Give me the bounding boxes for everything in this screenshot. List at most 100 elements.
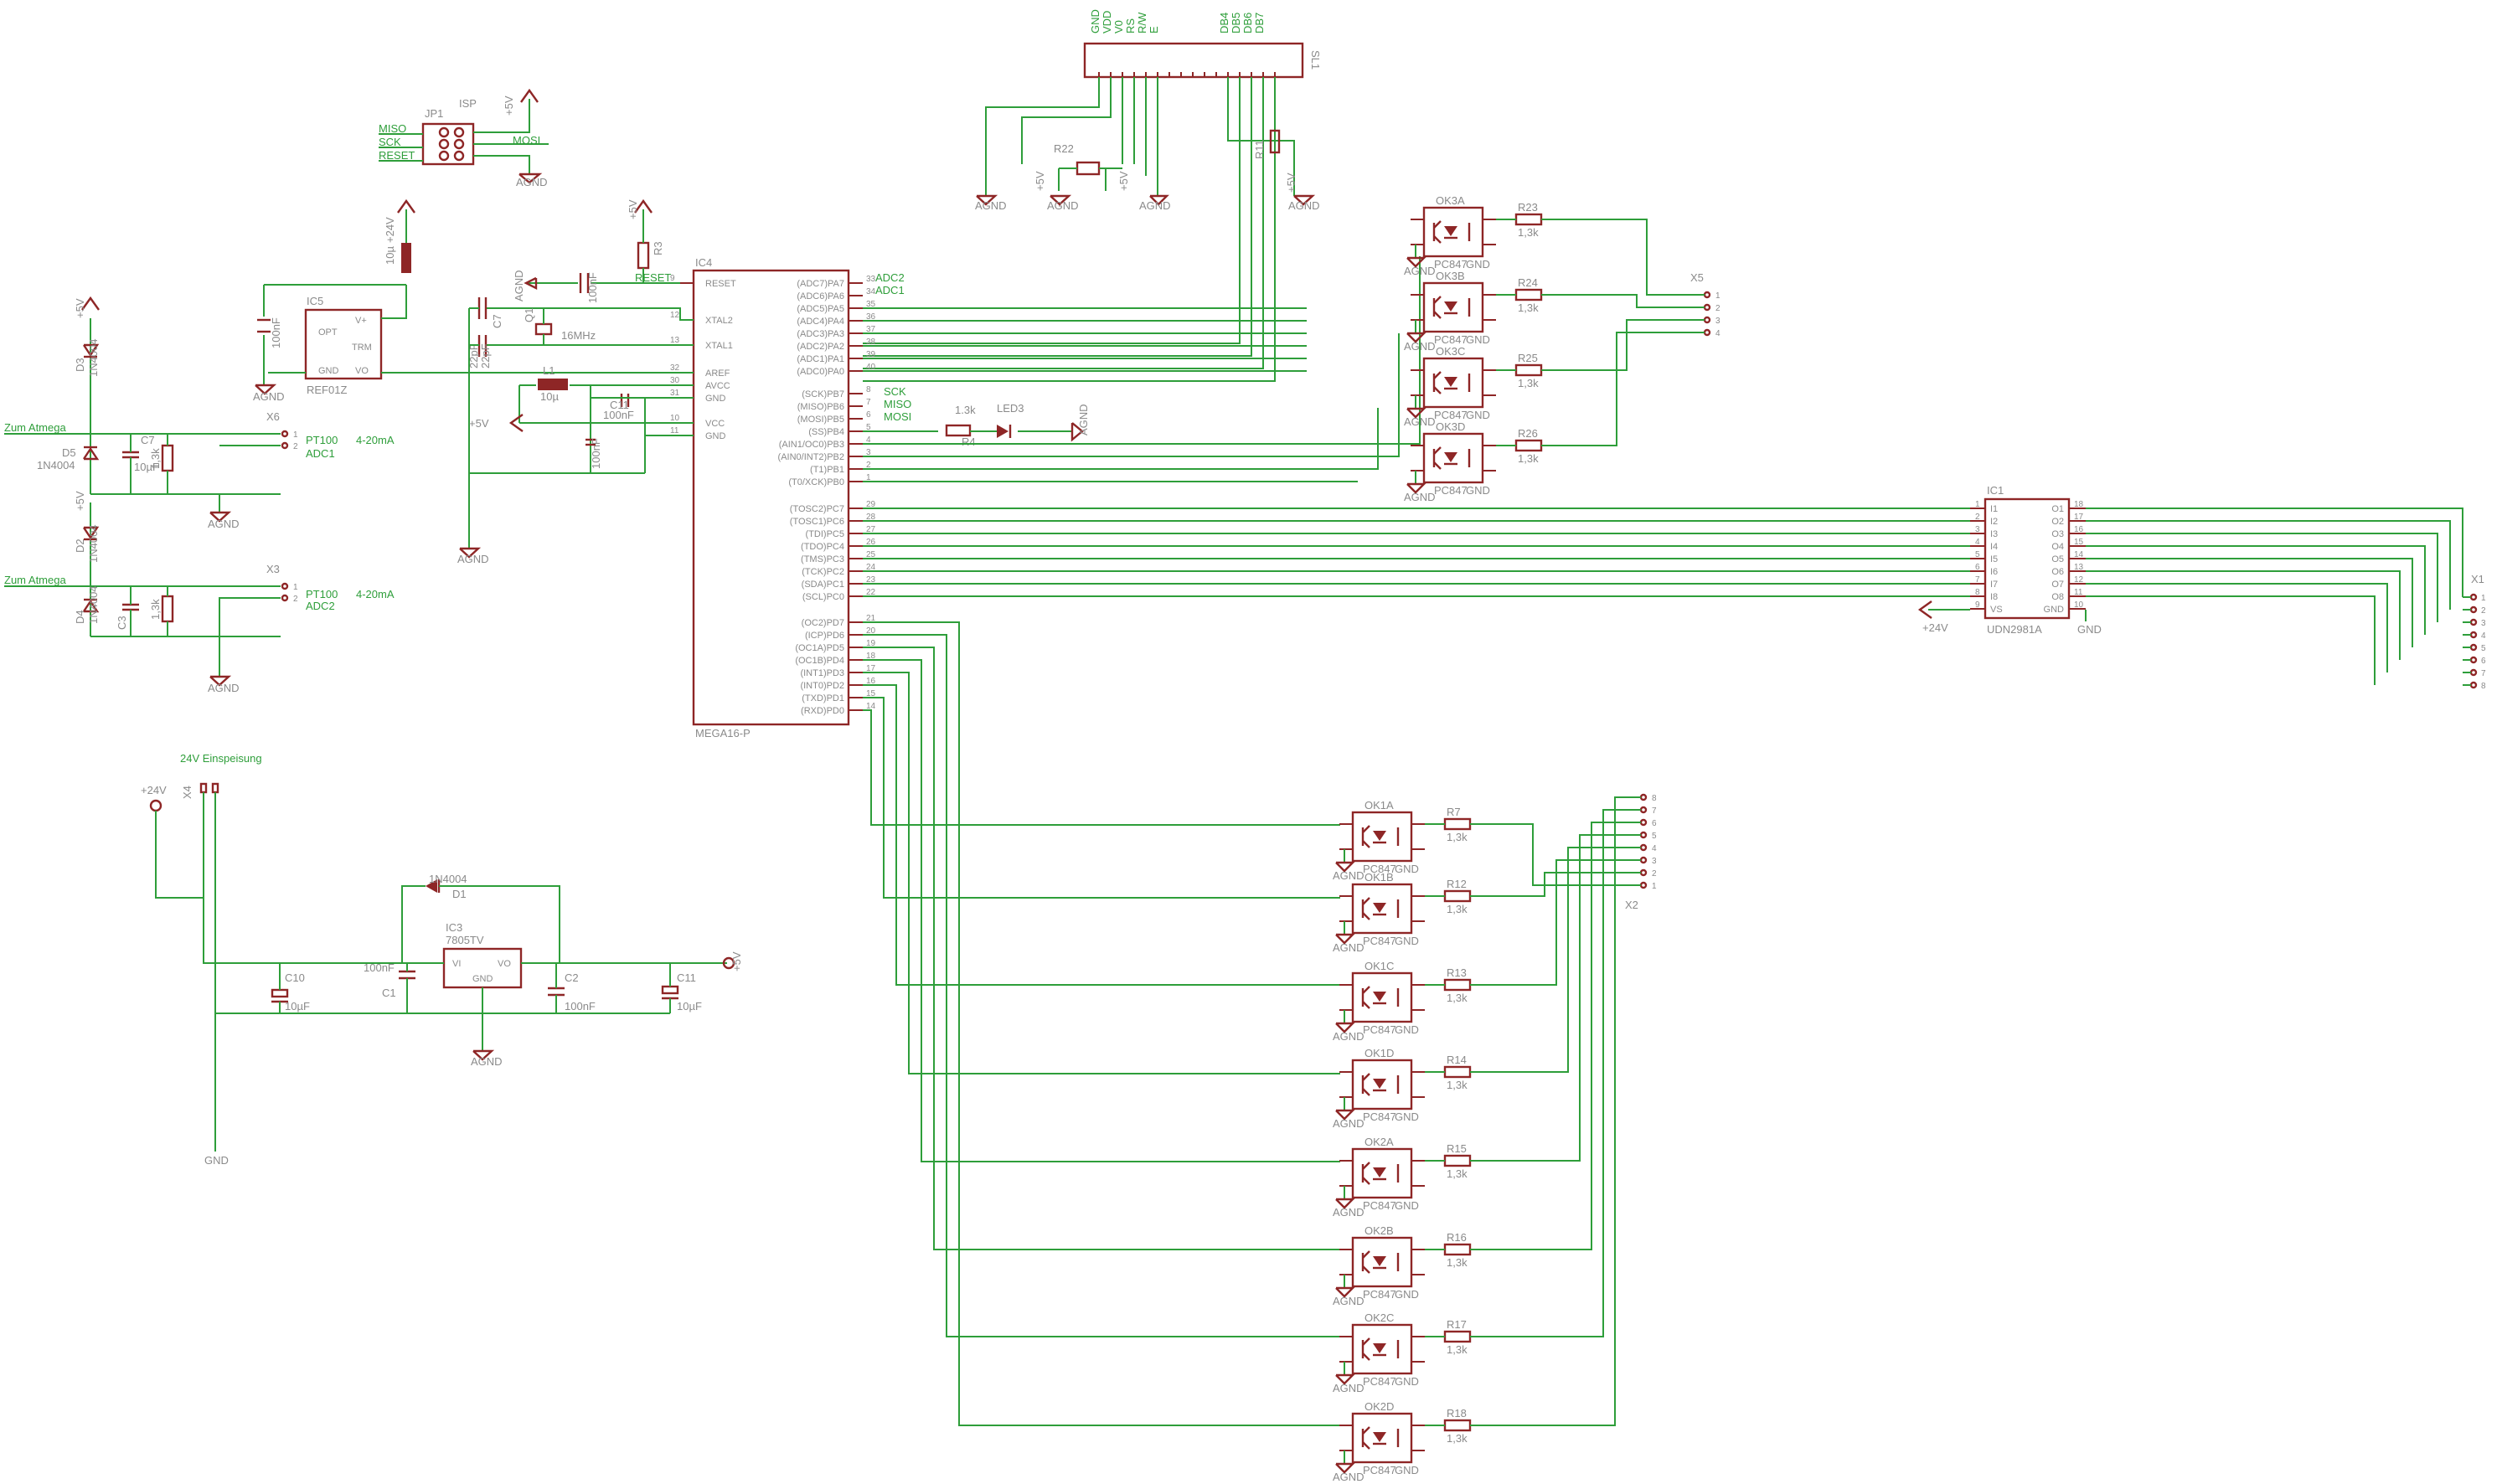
lcd-pin-v0: V0 (1112, 20, 1125, 33)
optocoupler-gnd: GND (1395, 1375, 1419, 1388)
led-icon (1444, 452, 1457, 462)
opto-agnd-label: AGND (1404, 265, 1436, 277)
agnd-symbol (1406, 332, 1426, 343)
x1-pin-num: 8 (2481, 682, 2486, 691)
optocoupler-value: PC847 (1434, 333, 1468, 346)
reg-gnd: GND (472, 974, 493, 984)
ic5-value: REF01Z (307, 384, 347, 396)
lcd-pin-rw: R/W (1136, 12, 1148, 33)
optocoupler-value: PC847 (1434, 409, 1468, 421)
x2-pin (1639, 806, 1648, 814)
opto-resistor-ref: R24 (1518, 276, 1538, 289)
mcu-pin-right-num: 14 (866, 702, 876, 711)
phototransistor-emitter (1433, 235, 1442, 244)
optocoupler-value: PC847 (1363, 1375, 1396, 1388)
x1-pin-num: 4 (2481, 631, 2486, 641)
udn-pin-out-num: 11 (2074, 588, 2083, 597)
udn-pin-in-num: 3 (1975, 525, 1980, 534)
l1-ref: L1 (543, 364, 555, 377)
opto-resistor-value: 1,3k (1447, 1079, 1468, 1091)
mcu-pin-right-label: (ADC3)PA3 (797, 329, 844, 339)
led3-ref: LED3 (997, 402, 1024, 415)
mcu-pin-right-num: 7 (866, 398, 871, 407)
l1-value: 10µ (540, 390, 559, 403)
x2-pin (1639, 856, 1648, 864)
mcu-pin-right-label: (SS)PB4 (808, 427, 844, 437)
x2-wire (1470, 859, 1641, 986)
c8-value: 100nF (270, 317, 282, 348)
udn-pin-in-label: I4 (1990, 542, 1998, 552)
ic4-value: MEGA16-P (695, 727, 751, 739)
optocoupler-ref: OK1D (1364, 1047, 1394, 1059)
ic3-value: 7805TV (446, 934, 484, 946)
opto-resistor-value: 1,3k (1518, 452, 1539, 465)
c11-value: 100nF (603, 409, 634, 421)
x2-pin (1639, 881, 1648, 889)
optocoupler-value: PC847 (1363, 1023, 1396, 1036)
opto-resistor-value: 1,3k (1518, 377, 1539, 389)
optocoupler-body (1422, 432, 1484, 484)
phototransistor-collector (1433, 296, 1442, 304)
optocoupler-gnd: GND (1395, 863, 1419, 875)
udn-pin-out-label: O7 (2051, 580, 2064, 590)
ref-gnd-pin: GND (318, 366, 339, 376)
reset-label: RESET (635, 271, 671, 284)
mcu-pin-right-label: (INT0)PD2 (800, 681, 844, 691)
lcd-pin-db5: DB5 (1230, 13, 1242, 33)
opto-resistor (1443, 1154, 1472, 1167)
mcu-pin-right-num: 37 (866, 325, 876, 334)
agnd-symbol (1335, 1373, 1355, 1385)
isp-title: ISP (459, 97, 477, 110)
led-icon (1373, 903, 1386, 913)
x2-pin (1639, 793, 1648, 801)
ma-1: 4-20mA (356, 434, 395, 446)
mcu-pin-left-label: XTAL2 (705, 316, 733, 326)
led-icon (1373, 1079, 1386, 1089)
mcu-pin-right-label: (SDA)PC1 (802, 580, 844, 590)
ref-vo-pin: VO (355, 366, 369, 376)
optocoupler-gnd: GND (1466, 333, 1490, 346)
x5-wire (1541, 332, 1705, 446)
mcu-pin-right-label: (TDO)PC4 (801, 542, 844, 552)
optocoupler-ref: OK3D (1436, 420, 1465, 433)
zum-atmega-1: Zum Atmega (4, 421, 66, 434)
udn-pin-in-label: I7 (1990, 580, 1998, 590)
phototransistor-collector (1362, 825, 1370, 833)
udn-pin-in-label: VS (1990, 605, 2003, 615)
phototransistor-emitter (1362, 912, 1370, 920)
mcu-pin-right-label: (ADC0)PA0 (797, 367, 844, 377)
optocoupler-body (1422, 281, 1484, 333)
optocoupler-ref: OK2B (1364, 1224, 1394, 1237)
reg-vi: VI (452, 959, 461, 969)
mcu-pin-right-label: (ADC2)PA2 (797, 342, 844, 352)
mcu-pin-right-label: (RXD)PD0 (801, 706, 844, 716)
c11-ps-ref: C11 (677, 971, 696, 984)
r3-plus5: +5V (627, 199, 639, 219)
optocoupler-ref: OK3B (1436, 270, 1465, 282)
isp-agnd-label: AGND (516, 176, 548, 188)
x2-ref: X2 (1625, 899, 1638, 911)
optocoupler-body (1351, 883, 1413, 935)
opto-resistor (1443, 1419, 1472, 1432)
c24-value: 10µ (384, 246, 396, 265)
udn-pin-in-num: 7 (1975, 575, 1980, 585)
x5-pin-num: 4 (1715, 329, 1720, 338)
mcu-pin-right-label: (T0/XCK)PB0 (788, 477, 844, 487)
mcu-pin-right-num: 6 (866, 410, 871, 420)
udn-pin-out-label: O3 (2051, 529, 2064, 539)
r1-value: 1,3k (149, 448, 162, 469)
lcd-agnd3: AGND (1047, 199, 1079, 212)
led-icon (1373, 1256, 1386, 1266)
c6-value: 100nF (590, 438, 602, 469)
ps-plus24: +24V (141, 784, 167, 796)
opto-agnd-label: AGND (1333, 1030, 1364, 1043)
c1-value: 100nF (364, 961, 395, 974)
udn-pin-out-label: O5 (2051, 554, 2064, 564)
mcu-pin-left-label: AREF (705, 368, 730, 379)
x2-wire (1470, 847, 1641, 1073)
agnd-symbol (1406, 407, 1426, 419)
x1-pin (2469, 681, 2478, 689)
opto-resistor (1443, 1330, 1472, 1343)
